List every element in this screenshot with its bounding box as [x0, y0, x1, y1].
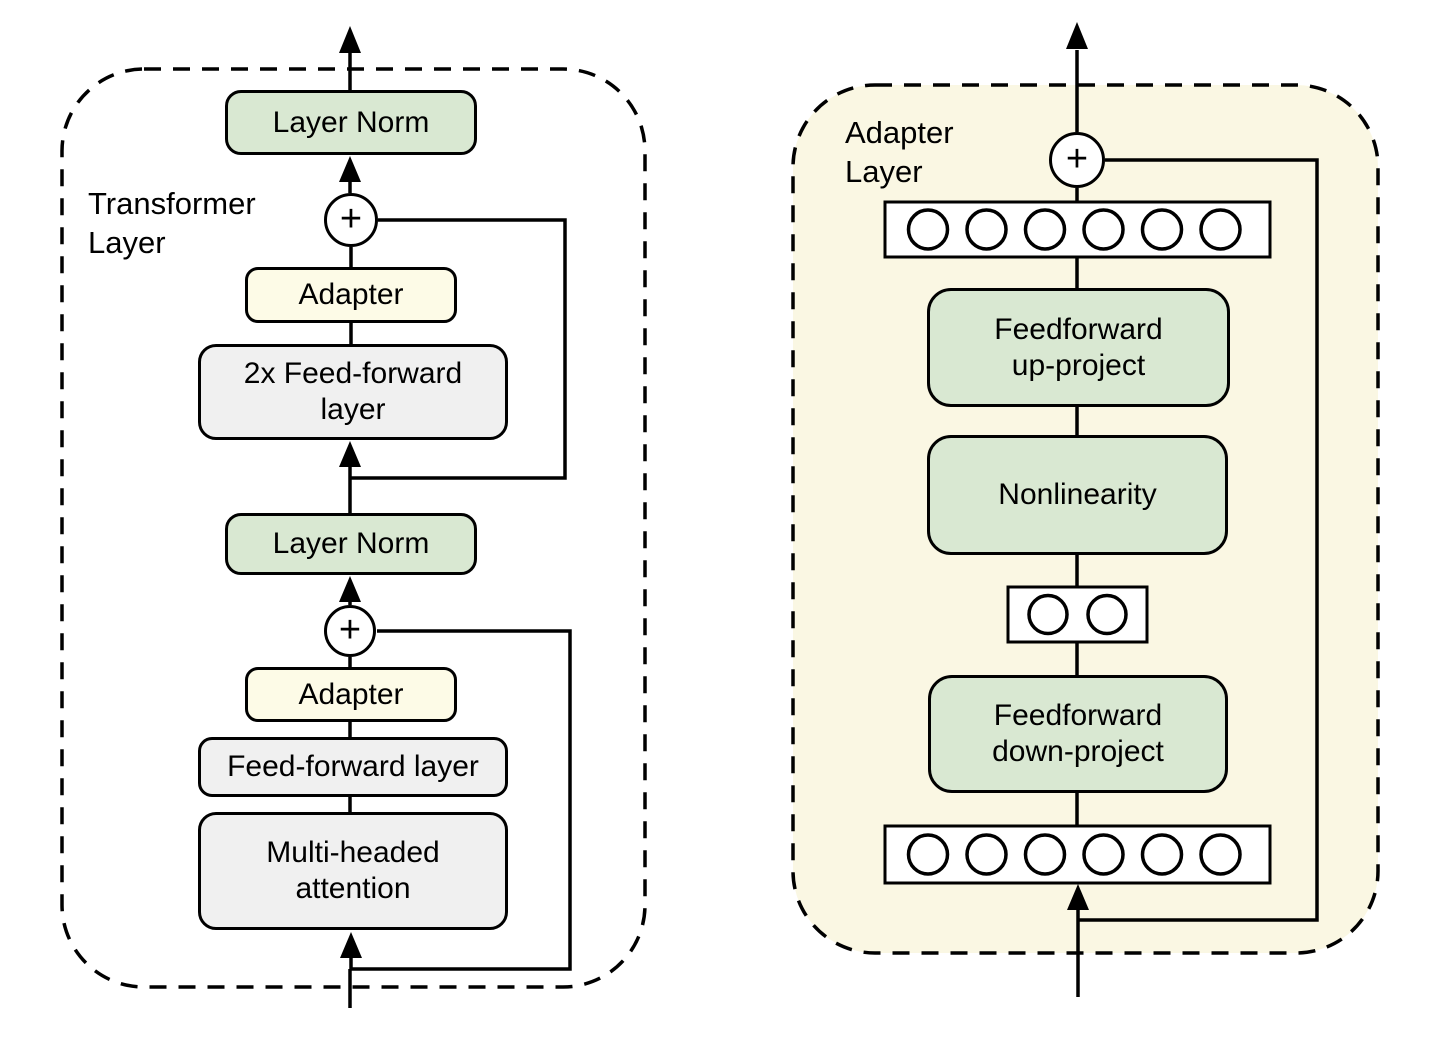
arrow-up-icon — [339, 441, 361, 467]
arrow-up-icon — [1067, 884, 1089, 910]
layer-norm-bottom-box: Layer Norm — [225, 513, 477, 575]
feed-forward-layer-box: Feed-forward layer — [198, 737, 508, 797]
transformer-layer-boundary — [60, 67, 647, 989]
feature-vector-top — [883, 200, 1272, 259]
feedforward-up-project-box: Feedforward up-project — [927, 288, 1230, 407]
arrow-up-icon — [1066, 22, 1088, 49]
layer-norm-top-box: Layer Norm — [225, 90, 477, 155]
add-junction: + — [324, 605, 376, 657]
add-junction: + — [1049, 132, 1105, 188]
skip-connection — [350, 218, 567, 480]
adapter-layer-label: Adapter Layer — [845, 115, 954, 189]
add-junction: + — [324, 193, 378, 247]
adapter-top-box: Adapter — [245, 267, 457, 323]
skip-connection — [350, 629, 572, 971]
arrow-up-icon — [339, 156, 361, 182]
arrow-up-icon — [339, 26, 361, 53]
arrow-up-icon — [339, 576, 361, 602]
feed-forward-2x-box: 2x Feed-forward layer — [198, 344, 508, 440]
multi-headed-attention-box: Multi-headed attention — [198, 812, 508, 930]
feature-vector-bottom — [883, 824, 1272, 885]
feature-vector-bottleneck — [1006, 585, 1149, 644]
nonlinearity-box: Nonlinearity — [927, 435, 1228, 555]
adapter-bottom-box: Adapter — [245, 667, 457, 722]
arrow-up-icon — [340, 932, 362, 958]
skip-connection — [1078, 158, 1319, 922]
feedforward-down-project-box: Feedforward down-project — [928, 675, 1228, 793]
transformer-layer-label: Transformer Layer — [88, 186, 256, 260]
